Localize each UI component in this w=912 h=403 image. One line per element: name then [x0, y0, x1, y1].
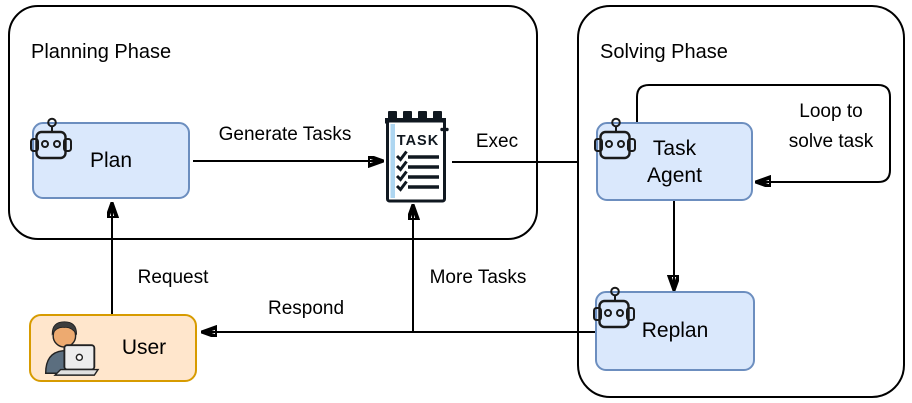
robot-icon [30, 117, 72, 160]
user-node: User [29, 314, 197, 382]
user-label: User [121, 336, 167, 359]
task-checklist-rows [395, 150, 439, 192]
loop-arrow [636, 84, 891, 182]
task-list-icon: TASK [384, 109, 452, 204]
robot-icon [594, 117, 636, 160]
exec-label: Exec [475, 131, 519, 152]
loop-label-line1: Loop to [799, 101, 863, 122]
request-label: Request [137, 267, 209, 288]
loop-label-line2: solve task [788, 131, 874, 152]
loop-label: Loop to solve task [789, 97, 873, 157]
solving-phase-label: Solving Phase [600, 41, 728, 63]
generate-tasks-label: Generate Tasks [218, 124, 352, 145]
replan-node: Replan [593, 286, 755, 371]
planning-phase-label: Planning Phase [31, 41, 172, 63]
task-pad-title: TASK [397, 133, 439, 149]
plan-label: Plan [89, 148, 133, 172]
person-laptop-icon [44, 321, 100, 376]
replan-label: Replan [641, 319, 709, 342]
plan-node: Plan [30, 117, 190, 199]
respond-label: Respond [267, 298, 345, 319]
task-agent-node: Task Agent [594, 117, 753, 201]
robot-icon [593, 286, 635, 329]
more-tasks-label: More Tasks [429, 267, 527, 288]
solving-phase-container: Solving Phase [577, 5, 905, 398]
planning-phase-container: Planning Phase [8, 5, 538, 240]
task-agent-label-line1: Task [652, 136, 697, 160]
task-agent-label-line2: Agent [647, 163, 702, 187]
